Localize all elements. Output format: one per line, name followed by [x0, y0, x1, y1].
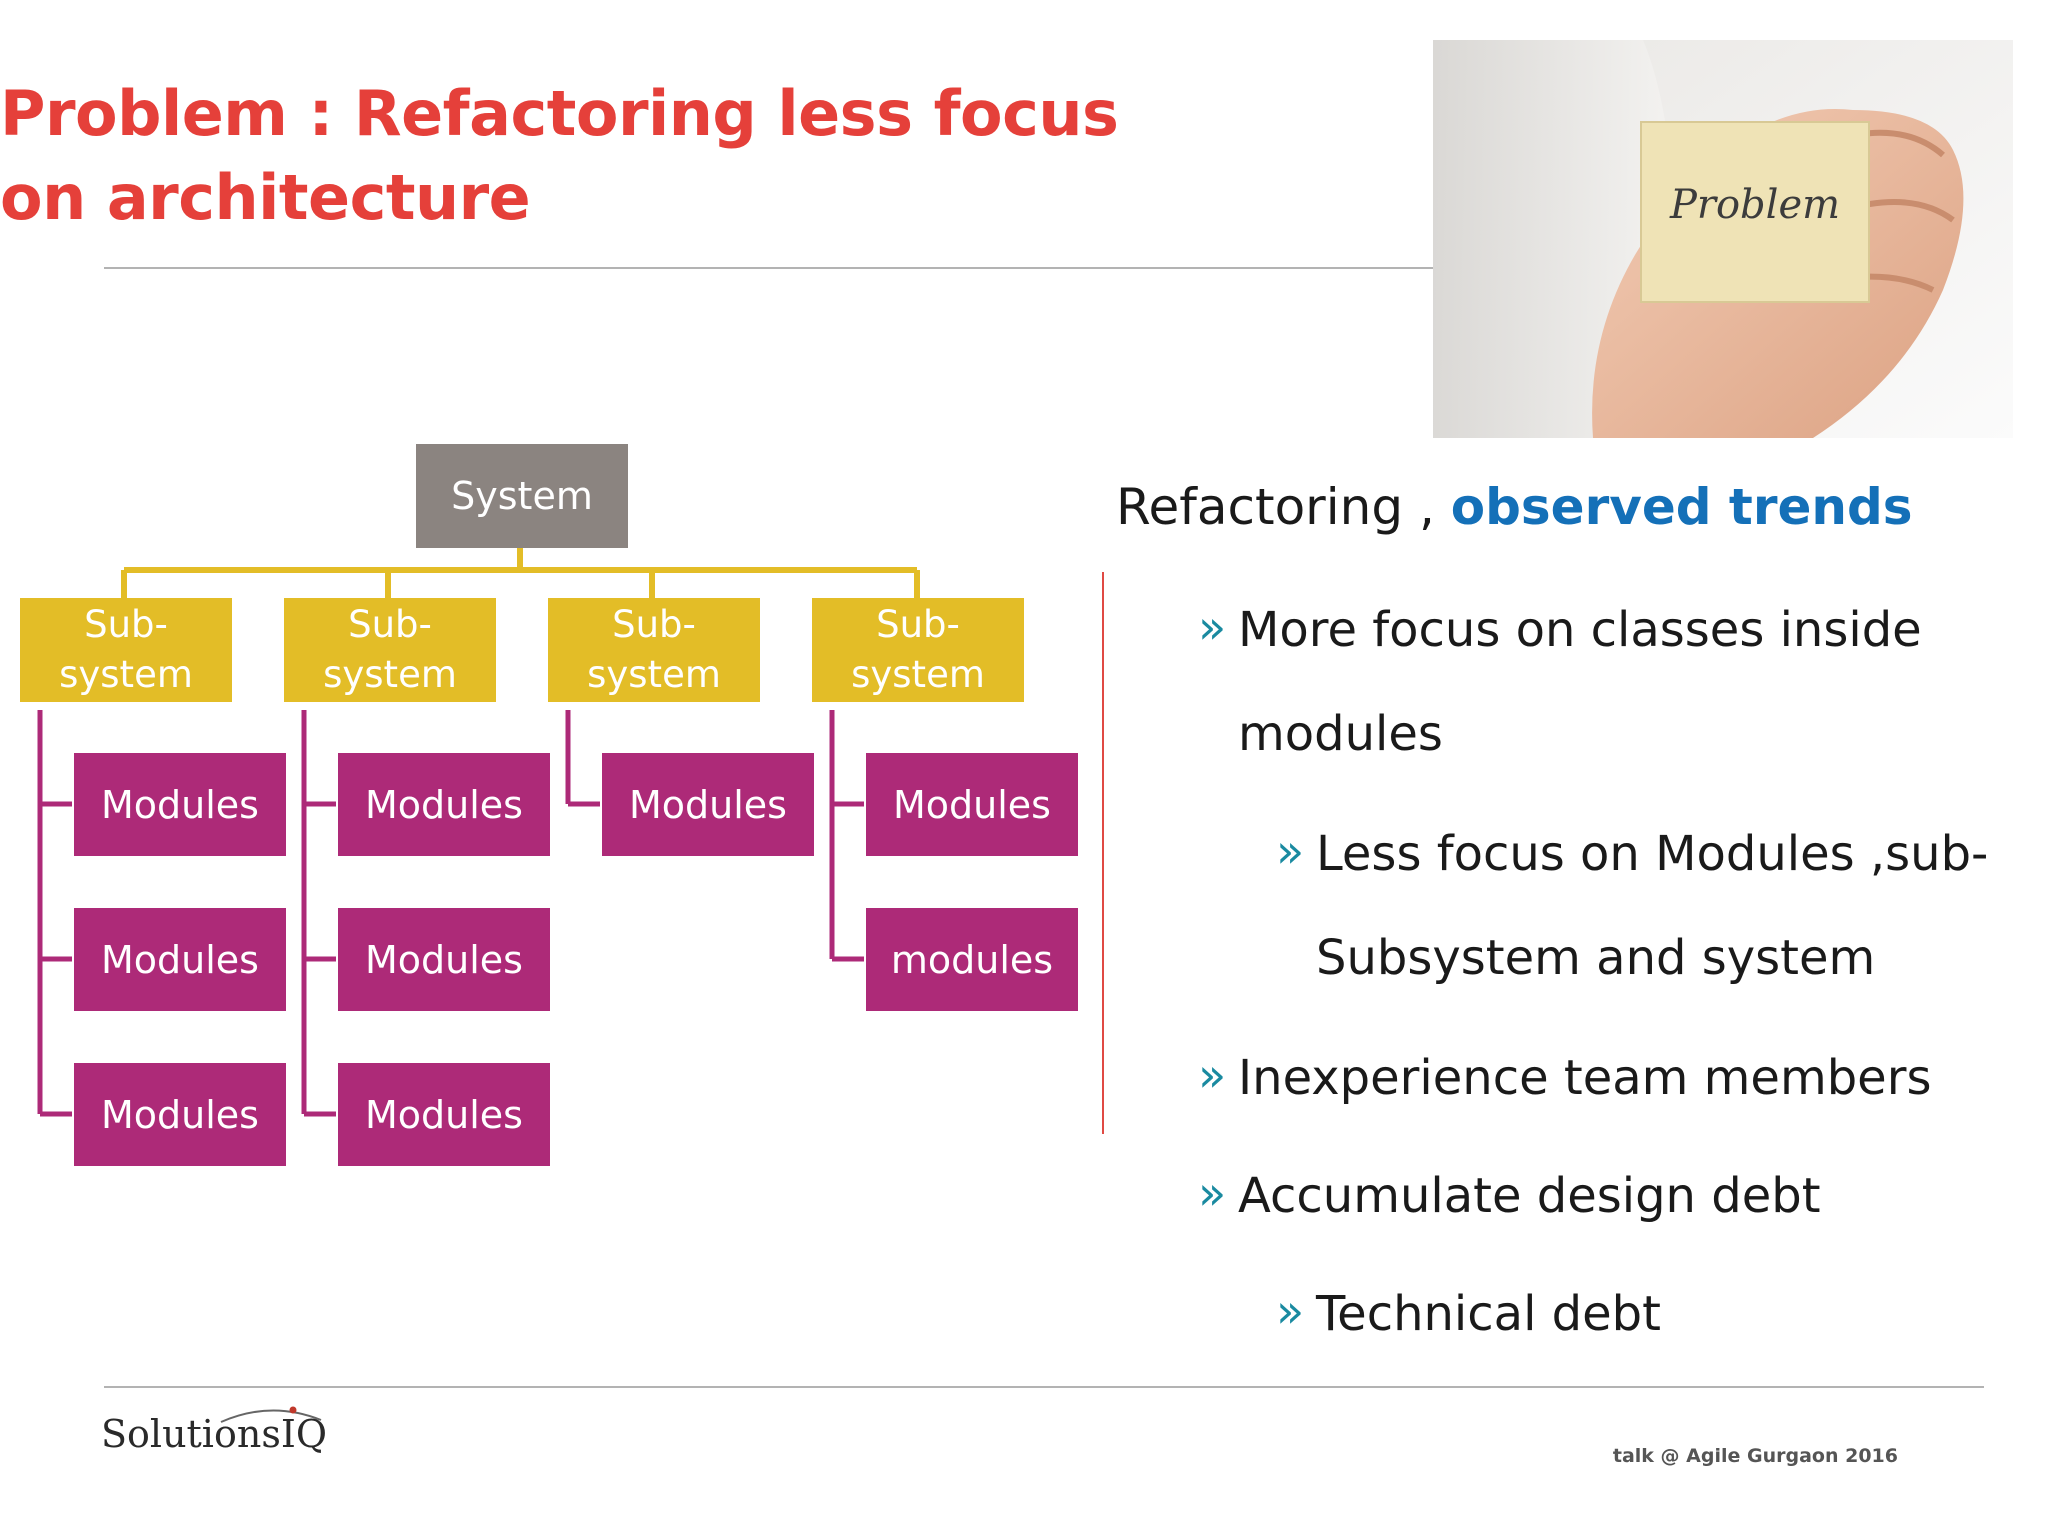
subsystem-box-1: Sub- system — [20, 598, 232, 702]
subsystem-box-2: Sub- system — [284, 598, 496, 702]
trends-heading: Refactoring , observed trends — [1116, 478, 1913, 536]
trend-item-4: Accumulate design debt — [1238, 1168, 1821, 1224]
subsystem-box-4: Sub- system — [812, 598, 1024, 702]
problem-photo: Problem — [1433, 40, 2013, 438]
card-text: Problem — [1669, 182, 1840, 228]
org-connectors — [37, 548, 920, 1117]
trend-item-5: Technical debt — [1316, 1286, 1661, 1342]
bullet-chevron: » — [1198, 1048, 1227, 1102]
trends-heading-prefix: Refactoring , — [1116, 478, 1451, 536]
trends-heading-highlight: observed trends — [1450, 478, 1913, 536]
slide-title: Problem : Refactoring less focus on arch… — [0, 77, 1119, 234]
module-box: Modules — [866, 753, 1078, 856]
logo-text: SolutionsIQ — [101, 1412, 327, 1456]
module-box: Modules — [74, 753, 286, 856]
trend-item-2-line1: Less focus on Modules ,sub- — [1316, 826, 1989, 882]
solutionsiq-logo: SolutionsIQ — [101, 1406, 327, 1456]
bullet-chevron: » — [1198, 1166, 1227, 1220]
vertical-divider — [1102, 572, 1104, 1134]
module-box: Modules — [338, 753, 550, 856]
module-box: Modules — [338, 908, 550, 1011]
module-box: Modules — [602, 753, 814, 856]
bullet-chevron: » — [1276, 1284, 1305, 1338]
bottom-divider — [104, 1386, 1984, 1388]
logo-arc-icon — [220, 1406, 322, 1423]
bullet-chevron: » — [1276, 824, 1305, 878]
bullet-chevron: » — [1198, 600, 1227, 654]
module-box: Modules — [74, 1063, 286, 1166]
system-box: System — [416, 444, 628, 548]
module-box: modules — [866, 908, 1078, 1011]
trend-item-1-line1: More focus on classes inside — [1238, 602, 1922, 658]
top-divider — [104, 267, 1434, 269]
subsystem-box-3: Sub- system — [548, 598, 760, 702]
module-box: Modules — [74, 908, 286, 1011]
trend-item-3: Inexperience team members — [1238, 1050, 1932, 1106]
module-box: Modules — [338, 1063, 550, 1166]
trend-item-2-line2: Subsystem and system — [1316, 930, 1876, 986]
footer-talk: talk @ Agile Gurgaon 2016 — [1612, 1445, 1898, 1467]
trend-item-1-line2: modules — [1238, 706, 1443, 762]
